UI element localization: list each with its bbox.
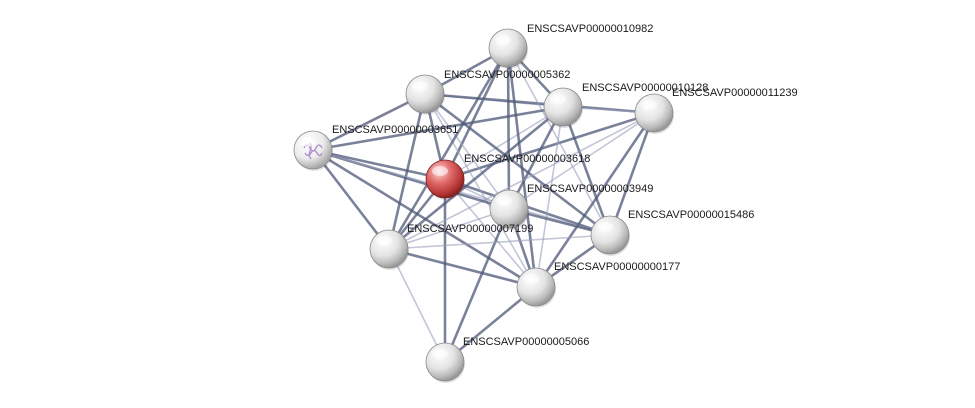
edge-n3618-n177 — [444, 178, 537, 288]
node-highlight — [376, 236, 392, 246]
edge-n3618-n10128 — [444, 106, 564, 180]
node-label-n3949: ENSCSAVP00000003949 — [527, 183, 653, 195]
node-n5362[interactable] — [405, 74, 445, 115]
edge-n3949-n7199 — [388, 208, 510, 250]
node-highlight — [641, 100, 657, 110]
node-n3949[interactable] — [489, 189, 529, 230]
edge-n3618-n3651 — [311, 148, 447, 181]
node-highlight — [496, 196, 512, 206]
edge-layer — [311, 46, 656, 364]
edge-n10128-n15486 — [561, 105, 612, 237]
edge-n11239-n3949 — [508, 112, 655, 210]
node-label-n11239: ENSCSAVP00000011239 — [672, 87, 798, 99]
node-label-n7199: ENSCSAVP00000007199 — [407, 223, 533, 235]
node-circle[interactable] — [516, 267, 556, 307]
node-circle[interactable] — [405, 74, 445, 114]
edge-n5362-n7199 — [387, 92, 427, 251]
node-highlight — [432, 166, 448, 176]
node-label-n15486: ENSCSAVP00000015486 — [628, 209, 754, 221]
node-n177[interactable] — [516, 267, 556, 308]
edge-n7199-n5066 — [388, 248, 446, 363]
edge-n11239-n15486 — [608, 111, 656, 237]
edge-n11239-n177 — [534, 111, 656, 289]
node-label-n3618: ENSCSAVP00000003618 — [464, 153, 590, 165]
edge-n3651-n15486 — [312, 149, 611, 236]
node-circle[interactable] — [543, 87, 583, 127]
edge-n10982-n3949 — [506, 46, 511, 211]
node-highlight — [523, 274, 539, 284]
node-n11239[interactable] — [634, 93, 674, 134]
node-layer — [293, 28, 674, 383]
edge-n11239-n7199 — [388, 112, 655, 250]
node-circle[interactable] — [425, 342, 465, 382]
node-circle[interactable] — [634, 93, 674, 133]
node-n10128[interactable] — [543, 87, 583, 128]
edge-n5362-n3651 — [311, 92, 427, 152]
node-label-n10128: ENSCSAVP00000010128 — [582, 82, 708, 94]
edge-n10128-n3651 — [311, 105, 565, 152]
edge-n3949-n5066 — [443, 207, 511, 364]
edge-n5362-n177 — [424, 93, 537, 288]
node-highlight — [550, 94, 566, 104]
edge-n10128-n7199 — [387, 105, 565, 251]
node-n3651[interactable] — [293, 130, 333, 171]
edge-n3651-n177 — [311, 148, 538, 289]
edge-n7199-n177 — [387, 247, 538, 289]
edge-n10982-n7199 — [387, 46, 510, 251]
edge-n10982-n177 — [506, 46, 538, 289]
node-circle[interactable] — [590, 215, 630, 255]
node-circle[interactable] — [369, 229, 409, 269]
edge-n5362-n3949 — [424, 93, 510, 210]
node-highlight — [495, 35, 511, 45]
node-n10982[interactable] — [488, 28, 528, 69]
label-layer: ENSCSAVP00000010982ENSCSAVP00000005362EN… — [332, 23, 798, 348]
node-circle[interactable] — [293, 130, 333, 170]
node-circle[interactable] — [488, 28, 528, 68]
edge-n10128-n177 — [535, 106, 564, 288]
node-n15486[interactable] — [590, 215, 630, 256]
node-label-n5362: ENSCSAVP00000005362 — [444, 69, 570, 81]
edge-n3618-n10982 — [443, 46, 510, 181]
node-highlight — [412, 81, 428, 91]
node-highlight — [300, 137, 316, 147]
edge-n3651-n7199 — [311, 148, 391, 251]
edge-n177-n5066 — [443, 285, 538, 364]
edge-n15486-n7199 — [388, 234, 611, 250]
node-label-n5066: ENSCSAVP00000005066 — [463, 336, 589, 348]
edge-n5362-n15486 — [423, 92, 612, 237]
node-n3618[interactable] — [425, 159, 465, 200]
node-highlight — [597, 222, 613, 232]
node-n7199[interactable] — [369, 229, 409, 270]
node-highlight — [432, 349, 448, 359]
node-n5066[interactable] — [425, 342, 465, 383]
node-circle[interactable] — [425, 159, 465, 199]
node-label-n177: ENSCSAVP00000000177 — [554, 261, 680, 273]
node-label-n3651: ENSCSAVP00000003651 — [332, 124, 458, 136]
node-label-n10982: ENSCSAVP00000010982 — [527, 23, 653, 35]
